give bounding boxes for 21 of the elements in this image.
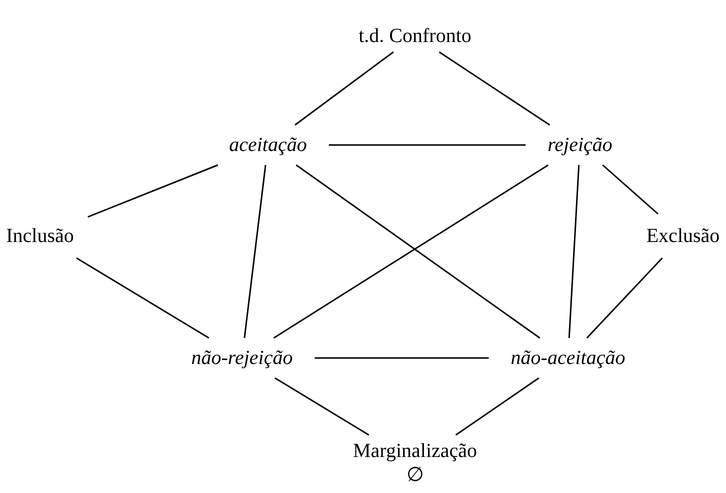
connector-line <box>602 164 659 215</box>
connector-line <box>568 164 580 338</box>
symbol-label: ∅ <box>406 463 424 487</box>
connector-line <box>438 51 550 126</box>
node-label: aceitação <box>229 133 307 157</box>
connector-line <box>314 357 489 359</box>
connector-line <box>455 377 540 436</box>
node-label: Exclusão <box>646 224 720 248</box>
node-label: t.d. Confronto <box>358 24 472 48</box>
node-label: rejeição <box>548 133 612 157</box>
node-label: não-rejeição <box>191 346 293 370</box>
connector-line <box>244 164 266 338</box>
node-label: Inclusão <box>6 224 74 248</box>
connector-line <box>76 257 210 339</box>
connector-line <box>274 377 370 436</box>
connector-line <box>328 144 526 146</box>
connector-line <box>88 164 218 218</box>
node-label: Marginalização <box>353 439 477 463</box>
connector-line <box>586 257 663 339</box>
node-label: não-aceitação <box>510 346 626 370</box>
connector-line <box>294 51 394 126</box>
